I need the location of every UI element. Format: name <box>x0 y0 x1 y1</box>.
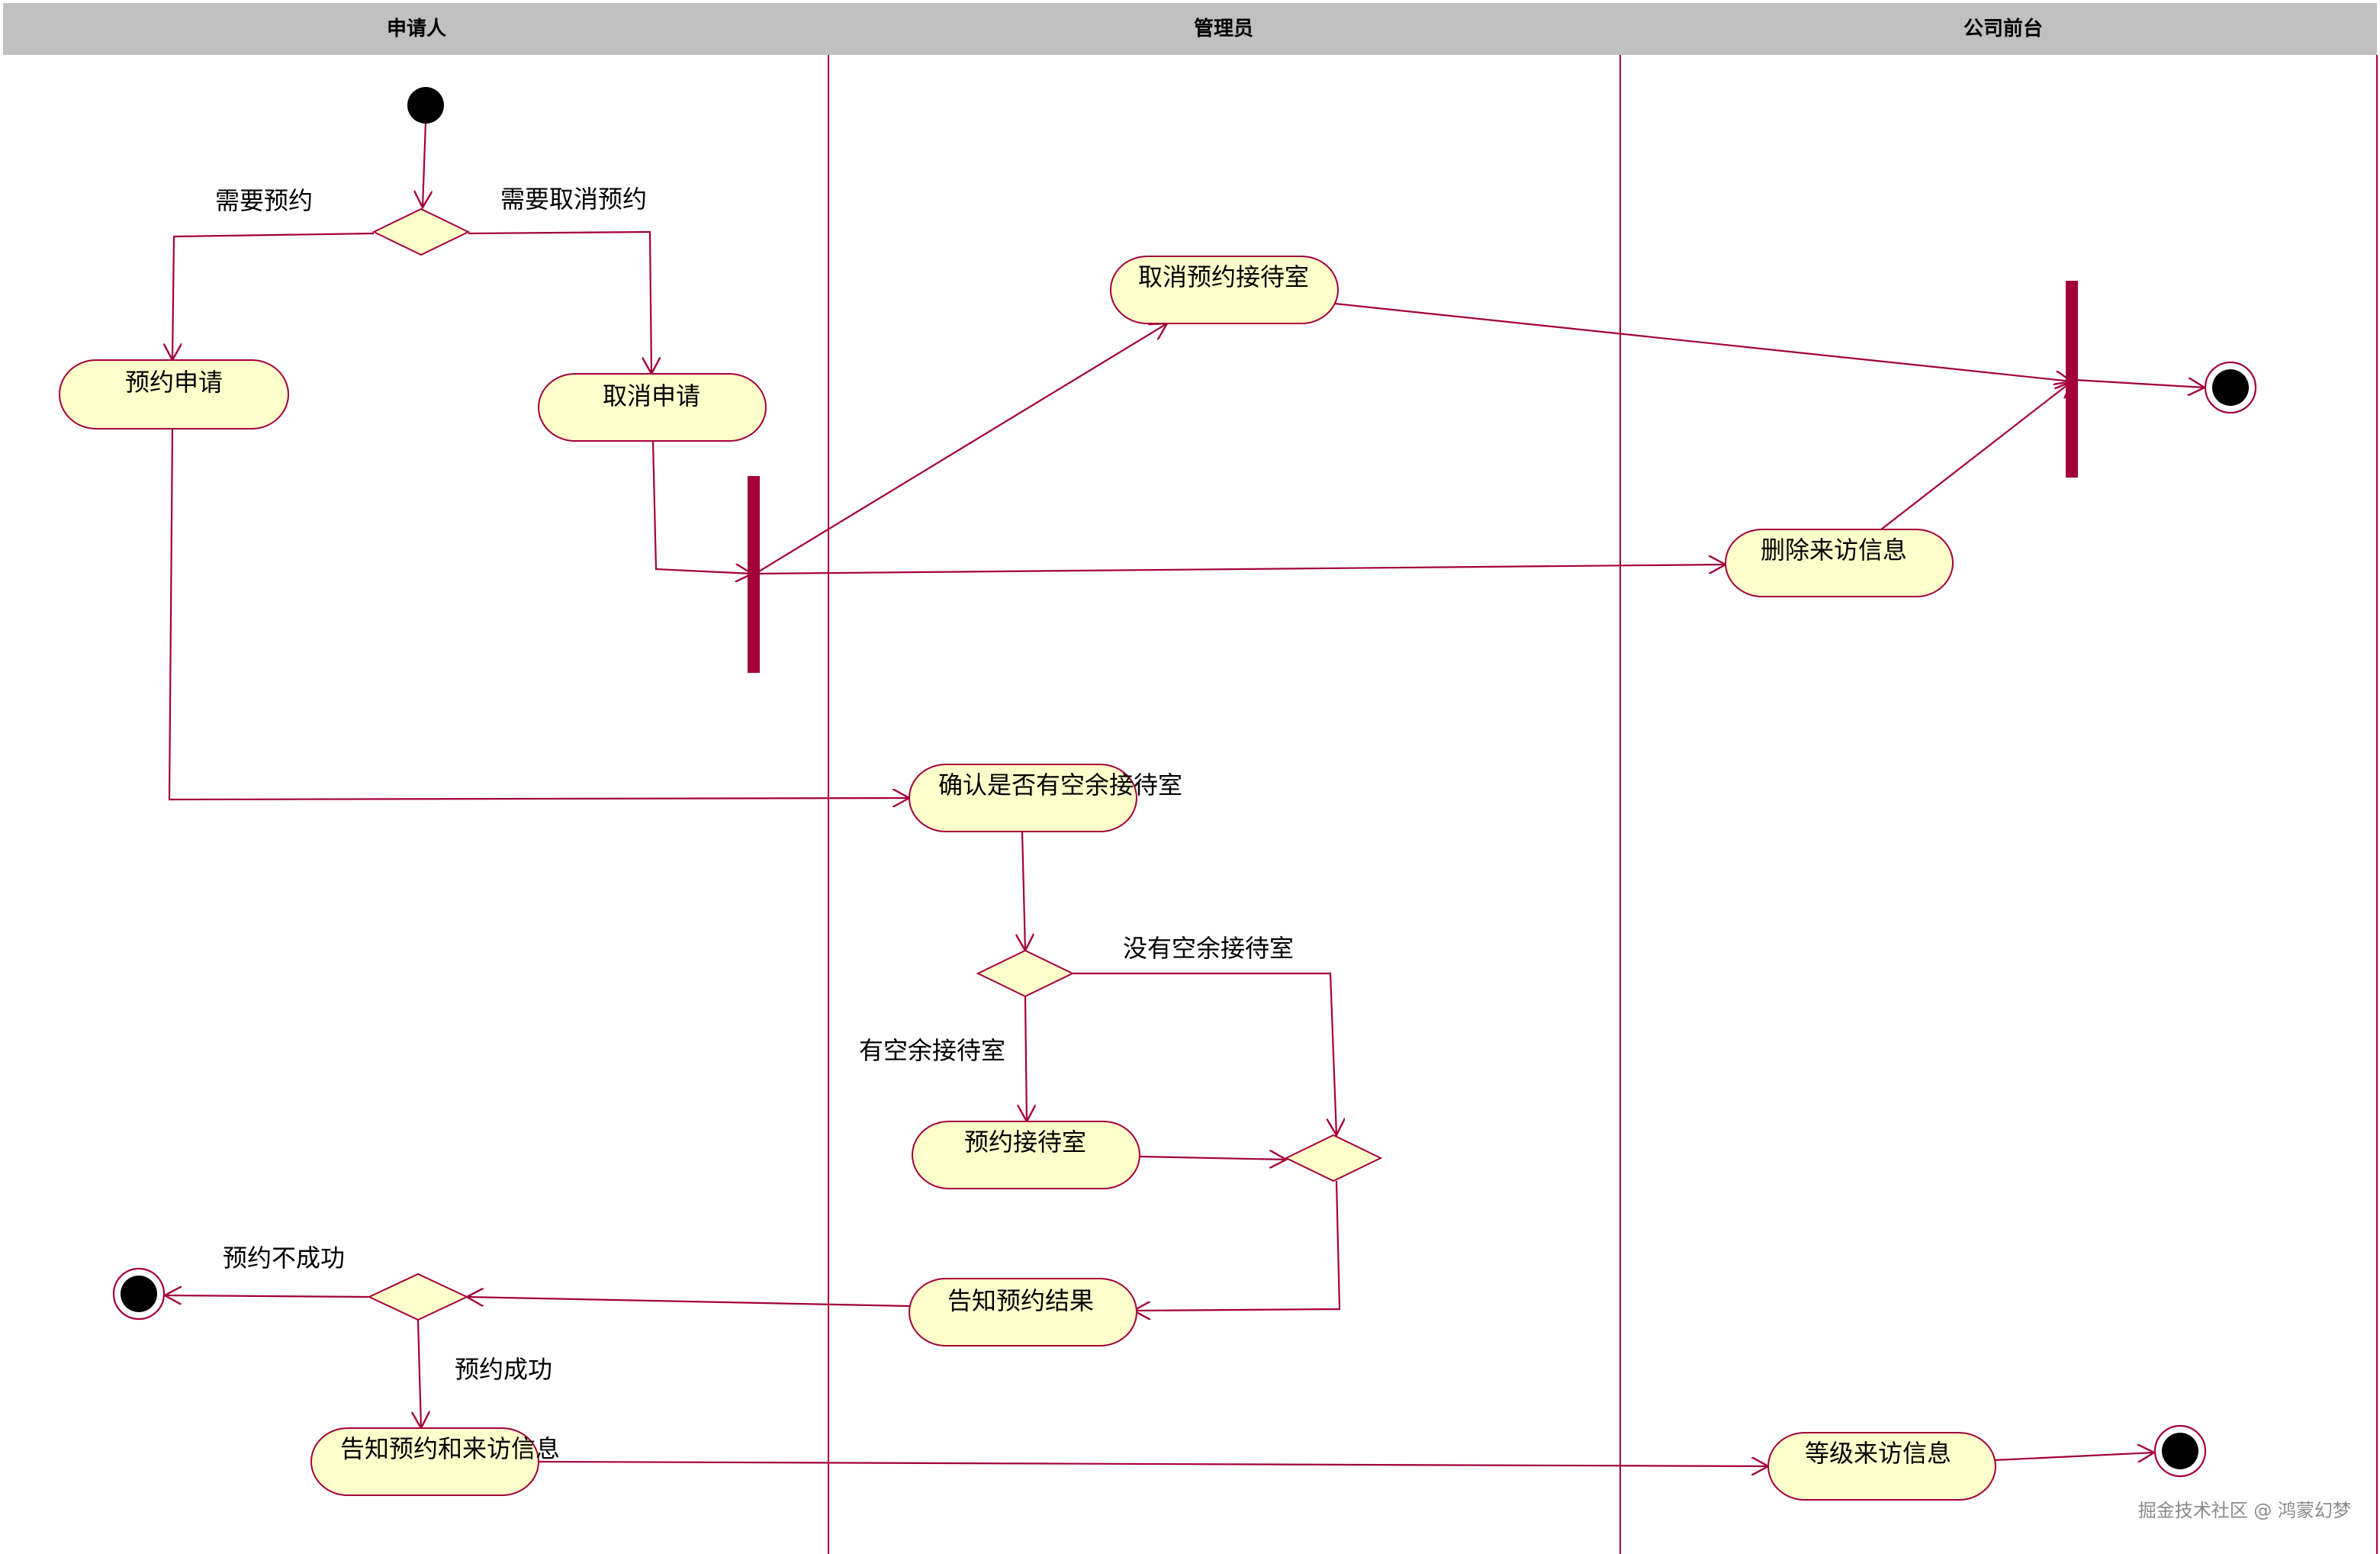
flow-arrows <box>165 121 2205 1466</box>
guard-need-reserve: 需要预约 <box>215 186 313 215</box>
flow-decision-to-merge <box>1073 972 1336 1135</box>
flow-notify-result-to-decision <box>467 1297 910 1308</box>
activity-reserve-room <box>912 1121 1140 1189</box>
final-node-fail <box>112 1267 166 1321</box>
fork-bar <box>748 476 760 673</box>
activity-register-visit <box>1767 1432 1996 1501</box>
guard-reserve-fail: 预约不成功 <box>223 1244 345 1272</box>
final-node-success <box>2153 1424 2207 1478</box>
activity-reserve-apply <box>59 359 289 430</box>
flow-cancel-reception-to-join <box>1334 302 2072 381</box>
lane-header-bar <box>3 3 2377 55</box>
activity-delete-visit <box>1725 529 1954 597</box>
flow-delete-visit-to-join <box>1880 381 2072 530</box>
lane-title-applicant: 申请人 <box>387 18 446 40</box>
flow-cancel-to-fork <box>651 440 752 574</box>
flow-start-to-decision <box>423 121 426 208</box>
guard-no-free-room: 没有空余接待室 <box>1123 934 1294 963</box>
lane-title-front-desk: 公司前台 <box>1963 17 2043 40</box>
decision-node-reserve-success <box>367 1272 469 1321</box>
guard-need-cancel: 需要取消预约 <box>500 185 647 214</box>
guard-reserve-success: 预约成功 <box>455 1355 552 1384</box>
activity-register-visit-label: 等级来访信息 <box>1805 1439 1951 1468</box>
activity-cancel-apply <box>538 373 767 442</box>
initial-node <box>407 87 444 124</box>
flow-reserve-room-to-merge <box>1139 1157 1286 1160</box>
flow-fork-to-delete-visit <box>754 565 1726 575</box>
flow-notify-visit-to-register <box>538 1462 1768 1466</box>
activity-cancel-apply-label: 取消申请 <box>603 381 700 410</box>
flow-fork-to-cancel-reception <box>754 323 1167 574</box>
activity-reserve-apply-label: 预约申请 <box>125 368 223 397</box>
activity-notify-result <box>909 1278 1137 1346</box>
activity-notify-result-label: 告知预约结果 <box>947 1286 1094 1315</box>
watermark: 掘金技术社区 @ 鸿蒙幻梦 <box>2138 1500 2351 1521</box>
decision-node-request-type <box>371 208 471 256</box>
flow-decision-to-reserve-room <box>1025 996 1027 1121</box>
activity-reserve-room-label: 预约接待室 <box>964 1128 1086 1157</box>
flow-decision-to-notify-visit <box>418 1319 421 1428</box>
flow-register-to-end <box>1993 1453 2154 1460</box>
activity-delete-visit-label: 删除来访信息 <box>1761 536 1907 565</box>
flow-join-to-end <box>2074 380 2205 388</box>
flow-merge-to-notify-result <box>1134 1180 1341 1311</box>
flow-reserve-apply-to-check <box>168 428 909 800</box>
flow-to-reserve-apply <box>172 232 375 360</box>
activity-notify-visit <box>310 1427 539 1496</box>
final-node-cancel <box>2204 361 2257 414</box>
activity-cancel-reception-label: 取消预约接待室 <box>1138 262 1309 291</box>
activity-check-free-room-label: 确认是否有空余接待室 <box>938 771 1182 800</box>
decision-node-room-available <box>976 949 1075 998</box>
guard-has-free-room: 有空余接待室 <box>859 1036 1005 1065</box>
activity-notify-visit-label: 告知预约和来访信息 <box>340 1434 560 1463</box>
flow-to-cancel-apply <box>468 230 651 374</box>
lane-title-admin: 管理员 <box>1194 18 1253 40</box>
flow-check-to-decision <box>1022 831 1025 951</box>
activity-check-free-room <box>909 764 1137 832</box>
flow-decision-to-fail-end <box>165 1295 370 1297</box>
join-bar <box>2066 281 2078 478</box>
merge-node-result <box>1284 1134 1383 1182</box>
activity-cancel-reception <box>1110 256 1339 324</box>
